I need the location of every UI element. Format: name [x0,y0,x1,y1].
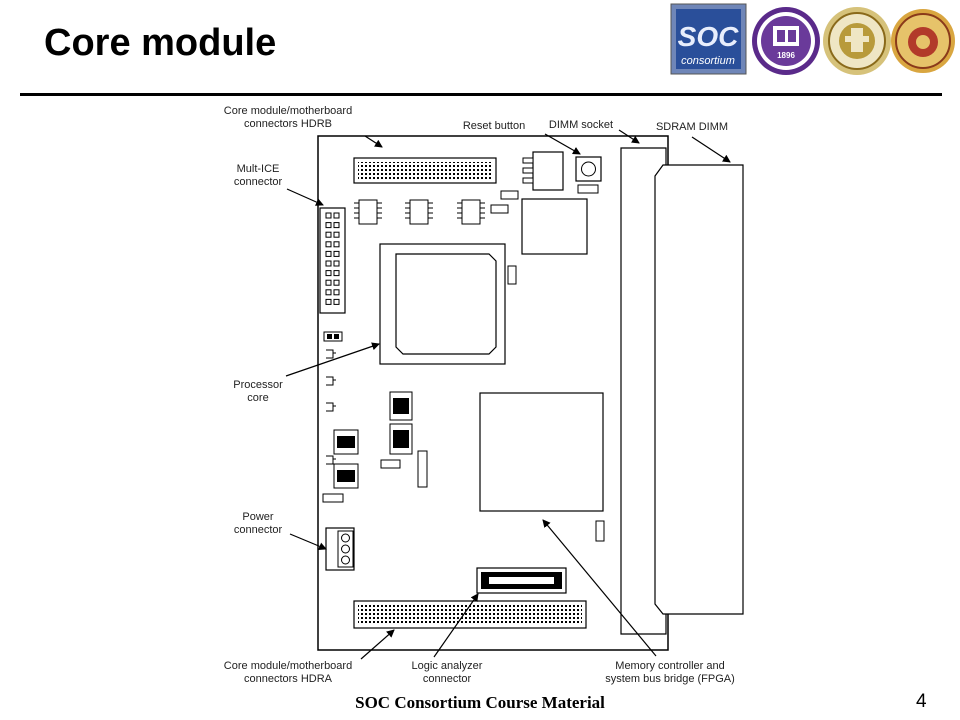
footer: SOC Consortium Course Material [355,693,605,712]
ice-pin [333,222,340,229]
ice-pin [325,212,332,219]
title-underline [20,93,942,96]
jumper [323,331,343,342]
ice-pin [333,298,340,305]
multi-ice-connector [319,207,346,314]
soc-consortium-logo: SOC consortium [670,3,747,75]
hdrb-connector [353,157,497,184]
page-number: 4 [916,691,927,712]
label-reset: Reset button [463,120,525,132]
ice-pin [325,250,332,257]
ice-pin [333,289,340,296]
ice-pin [333,260,340,267]
small-component [500,190,519,200]
inductor [333,429,359,455]
inductor [333,463,359,489]
ice-pin [325,231,332,238]
ice-pin [325,270,332,277]
small-component [490,204,509,214]
fpga-chip [479,392,604,512]
soic-chip [354,199,382,225]
sdram-dimm [654,164,744,615]
soic-chip [405,199,433,225]
reset-button [575,156,602,182]
small-diode [326,376,336,386]
ice-pin [333,270,340,277]
ice-pin [333,241,340,248]
ice-pins [325,212,340,305]
arrow-logic-analyzer [433,593,479,658]
arrow-hdra [360,629,395,660]
small-component [507,265,517,285]
ice-pin [325,279,332,286]
arrow-power [289,533,327,550]
small-component [577,184,599,194]
logo-strip: SOC consortium 1896 [670,3,955,75]
arrow-hdrb [364,135,383,148]
inductor [389,391,413,421]
small-component [322,493,344,503]
label-sdram: SDRAM DIMM [656,121,728,133]
small-component [595,520,605,542]
ice-pin [325,260,332,267]
inductor [389,423,413,455]
ice-pin [333,212,340,219]
small-diode [326,455,336,465]
soc-logo-subtext: consortium [681,55,735,67]
soic-chip [457,199,485,225]
ice-pin [333,231,340,238]
university-seal-gold [823,7,891,75]
arrow-mult-ice [286,188,324,206]
arrow-reset [544,133,581,155]
ice-pin [333,279,340,286]
small-component [417,450,428,488]
label-dimm-socket: DIMM socket [549,119,613,131]
ice-pin [325,241,332,248]
purple-seal-year: 1896 [777,51,795,60]
arrow-memory-controller [542,519,657,657]
small-diode [326,349,336,359]
ice-pin [333,250,340,257]
clock-chip [521,198,588,255]
university-seal-purple: 1896 [752,7,820,75]
arrow-processor [285,342,380,377]
arrow-dimm-socket [618,129,640,144]
logic-analyzer-connector [476,567,567,594]
small-diode [326,402,336,412]
soc-logo-text: SOC [678,21,739,52]
processor-core [379,243,506,365]
university-seal-red [891,9,955,73]
ice-pin [325,298,332,305]
voltage-regulator [522,151,564,191]
small-component [380,459,401,469]
page-title: Core module [44,22,277,64]
arrow-sdram [691,136,731,163]
ice-pin [325,222,332,229]
ice-pin [325,289,332,296]
power-connector [325,527,355,571]
